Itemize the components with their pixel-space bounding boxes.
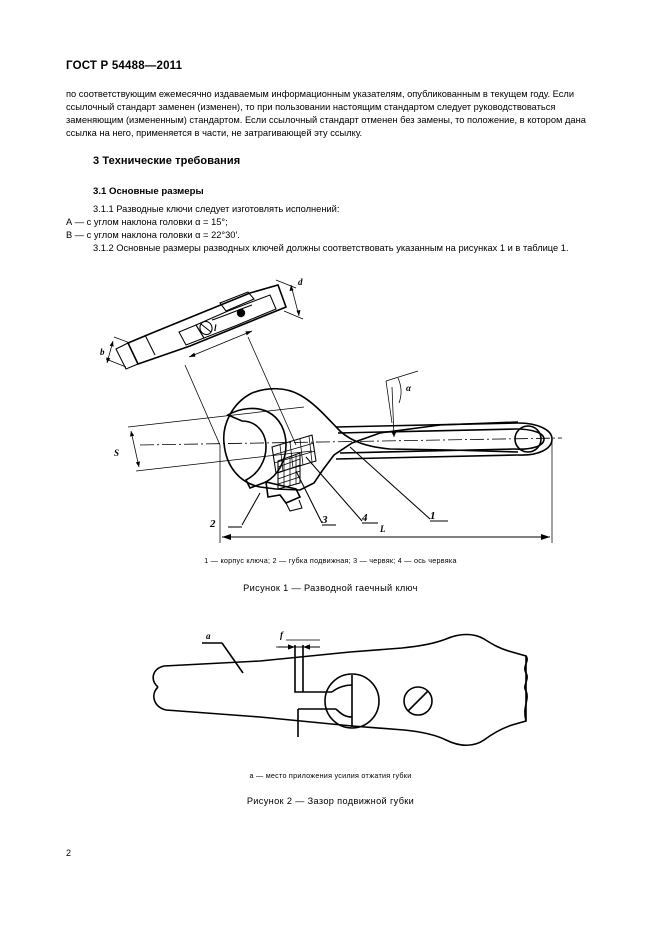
dimension-b: b [100, 336, 131, 368]
screw-head [403, 686, 433, 716]
dimension-L: L [219, 441, 553, 543]
variant-b: В — с углом наклона головки α = 22°30′. [66, 230, 240, 241]
variant-a: А — с углом наклона головки α = 15°; [66, 217, 228, 228]
figure-1-adjustable-wrench-drawing: d b [100, 275, 570, 543]
callout-4: 4 [361, 512, 368, 524]
figure-1-svg: d b [100, 277, 563, 543]
worm-axle-dot [236, 308, 246, 318]
dimension-alpha: α [385, 370, 419, 438]
jaw-gap-slot [294, 645, 336, 737]
label-l: l [214, 323, 217, 333]
figure-2-movable-jaw-gap-drawing: а f [140, 625, 540, 760]
wrench-side-view: l S α [114, 323, 563, 543]
intro-paragraph-block: по соответствующим ежемесячно издаваемым… [66, 88, 596, 140]
wrench-head-outline [152, 633, 528, 747]
section-3-heading: 3 Технические требования [93, 155, 241, 167]
label-b: b [100, 347, 105, 357]
label-a-leader: а [202, 631, 244, 674]
wrench-handle [335, 422, 553, 460]
dimension-f: f [276, 630, 320, 650]
label-d: d [298, 277, 303, 287]
label-alpha: α [406, 383, 412, 393]
label-a: а [206, 631, 211, 641]
clause-3-1-1: 3.1.1 Разводные ключи следует изготовлят… [93, 204, 340, 214]
dimension-l: l [184, 323, 297, 446]
subsection-3-1-heading: 3.1 Основные размеры [93, 186, 204, 197]
label-S: S [114, 448, 119, 458]
dimension-d: d [275, 277, 304, 320]
callout-2: 2 [209, 518, 216, 530]
dimension-S: S [114, 406, 313, 472]
callout-1: 1 [430, 510, 436, 522]
rack-teeth [277, 455, 301, 488]
standard-header: ГОСТ Р 54488—2011 [66, 60, 183, 72]
page-number: 2 [66, 848, 72, 858]
worm-axle-circle [324, 673, 380, 729]
wrench-head-top-view: d b [100, 277, 304, 370]
clause-3-1-2: 3.1.2 Основные размеры разводных ключей … [93, 243, 569, 254]
figure-2-caption: Рисунок 2 — Зазор подвижной губки [246, 796, 415, 806]
figure-1-legend: 1 — корпус ключа; 2 — губка подвижная; 3… [204, 556, 457, 565]
part-callouts: 2 3 4 1 [209, 446, 448, 530]
callout-3: 3 [321, 514, 328, 526]
handle-centre-line [139, 437, 563, 446]
label-f: f [280, 630, 284, 640]
intro-paragraph: по соответствующим ежемесячно издаваемым… [66, 89, 586, 139]
figure-1-caption: Рисунок 1 — Разводной гаечный ключ [243, 583, 418, 593]
figure-2-svg: а f [152, 630, 528, 747]
label-L: L [379, 524, 386, 534]
figure-2-legend: а — место приложения усилия отжатия губк… [249, 771, 412, 780]
clause-block: 3.1.1 Разводные ключи следует изготовлят… [66, 203, 596, 255]
